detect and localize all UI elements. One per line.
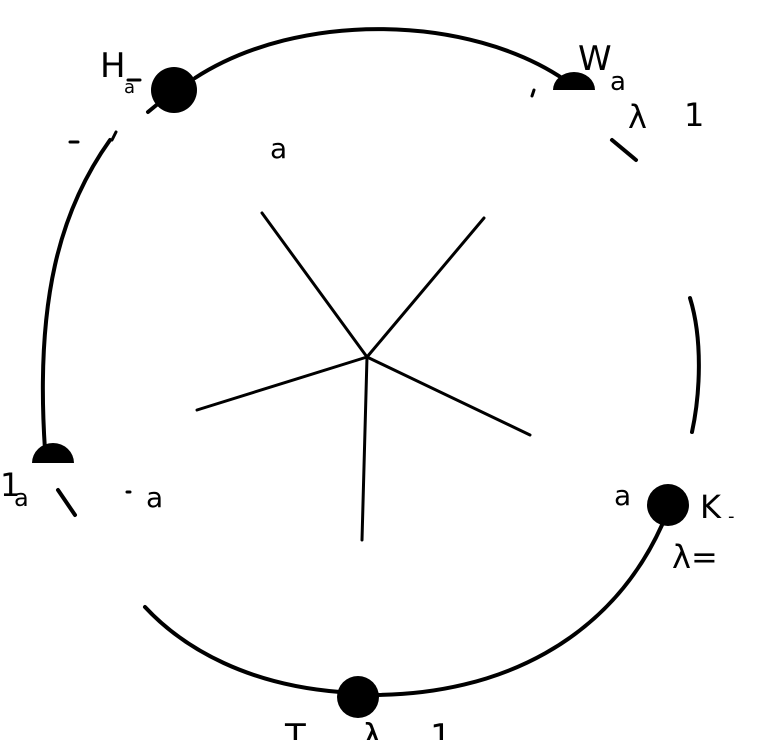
small-marks bbox=[68, 78, 536, 494]
node-k bbox=[647, 484, 689, 526]
label-t-one: 1 bbox=[430, 717, 452, 740]
node-m bbox=[32, 443, 74, 463]
label-k-sub: - bbox=[728, 506, 735, 527]
label-inner-right: a bbox=[614, 479, 631, 512]
ring-arc-right bbox=[688, 296, 701, 434]
label-t-lambda: λ bbox=[362, 717, 382, 740]
label-w-sub: a bbox=[610, 67, 626, 97]
spoke-bottom bbox=[360, 355, 369, 542]
label-k-lambda: λ= bbox=[672, 538, 718, 576]
center-star bbox=[195, 211, 532, 542]
mark-left-tick bbox=[110, 130, 118, 142]
label-h-sub: a bbox=[124, 77, 135, 98]
ring-arc-top bbox=[193, 27, 567, 82]
label-h: H bbox=[100, 46, 126, 86]
label-m-sub: a bbox=[14, 484, 29, 512]
label-w: W bbox=[578, 39, 612, 79]
mark-comma bbox=[530, 88, 536, 98]
ring-arc-lower-right bbox=[370, 523, 664, 697]
ring-arc-left bbox=[40, 138, 112, 452]
label-inner-left: a bbox=[146, 481, 163, 514]
spoke-right bbox=[365, 355, 532, 437]
outer-ring bbox=[40, 27, 701, 697]
label-m: 1 bbox=[0, 466, 20, 504]
ring-arc-upper-right bbox=[610, 138, 638, 162]
label-k: K bbox=[700, 488, 722, 526]
labels: H a W a λ 1 1 a K - λ= T λ 1 a a a bbox=[0, 39, 735, 740]
spoke-upper-left bbox=[260, 211, 369, 359]
label-w-one: 1 bbox=[684, 96, 704, 134]
node-w bbox=[553, 72, 595, 90]
label-w-lambda: λ bbox=[628, 98, 647, 136]
ring-arc-lower-left bbox=[56, 488, 77, 517]
node-h bbox=[151, 67, 197, 113]
ring-arc-bottom-left bbox=[143, 605, 342, 694]
label-inner-top: a bbox=[270, 132, 287, 165]
label-t: T bbox=[284, 717, 306, 740]
spoke-upper-right bbox=[365, 216, 486, 359]
spoke-left bbox=[195, 355, 369, 412]
nodes bbox=[32, 67, 689, 718]
node-t bbox=[337, 676, 379, 718]
